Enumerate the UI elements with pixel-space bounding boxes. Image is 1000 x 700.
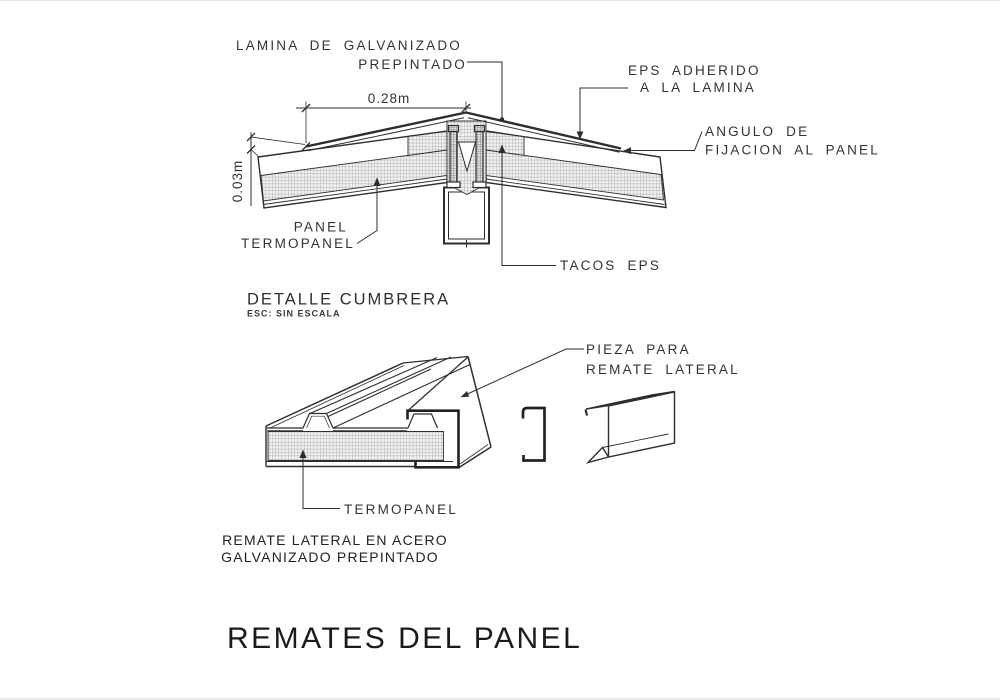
label-eps-line2: A LA LAMINA [640,80,756,95]
lateral-leaders [299,348,584,509]
leader-arrow-tacos [498,144,506,153]
front-rib-2 [407,413,439,429]
label-angulo-line2: FIJACION AL PANEL [705,143,880,158]
detail-caption: DETALLE CUMBRERA [247,291,450,309]
label-angulo-line1: ANGULO DE [705,124,809,139]
leader-dot-lamina [499,117,505,122]
front-rib-1 [302,412,334,429]
label-panel-line2: TERMOPANEL [241,236,355,251]
label-lamina-line1: LAMINA DE GALVANIZADO [236,38,462,53]
dimension-text-028m: 0.28m [368,91,411,106]
sheet-title: REMATES DEL PANEL [227,622,582,655]
label-tacos-eps: TACOS EPS [560,258,661,273]
ridge-vee-notch [457,141,477,173]
ridge-cap-sheet [305,111,622,153]
edge-channel-profile [406,409,460,469]
channel-cross-section [521,406,546,462]
isometric-termopanel [265,355,492,469]
dimension-028m [296,101,471,151]
leader-arrow-eps [576,131,584,140]
label-lamina-line2: PREPINTADO [358,57,467,72]
label-termopanel: TERMOPANEL [344,502,458,517]
square-tube [443,186,490,248]
leader-arrow-angulo [622,147,631,155]
lateral-caption-line2: GALVANIZADO PREPINTADO [221,549,439,565]
label-eps-line1: EPS ADHERIDO [628,63,761,78]
anchor-bolts [446,124,487,189]
label-pieza-line2: REMATE LATERAL [586,362,740,377]
label-panel-line1: PANEL [294,220,348,235]
dimension-003m [246,132,306,206]
leader-arrow-termopanel [299,449,307,458]
lateral-remate-figure: PIEZA PARA REMATE LATERAL TERMOPANEL REM… [221,342,740,565]
termopanel-core-hatch [267,431,444,461]
lateral-caption-line1: REMATE LATERAL EN ACERO [222,532,448,548]
channel-3d-piece [584,390,676,464]
label-pieza-line1: PIEZA PARA [586,342,691,357]
cumbrera-detail-figure: LAMINA DE GALVANIZADO PREPINTADO EPS ADH… [230,38,880,319]
detail-scale-note: ESC: SIN ESCALA [247,309,341,319]
dimension-text-003m: 0.03m [230,160,245,203]
leader-arrow-panel [373,177,381,186]
leader-arrow-pieza [460,391,470,398]
leader-lines [356,61,703,266]
